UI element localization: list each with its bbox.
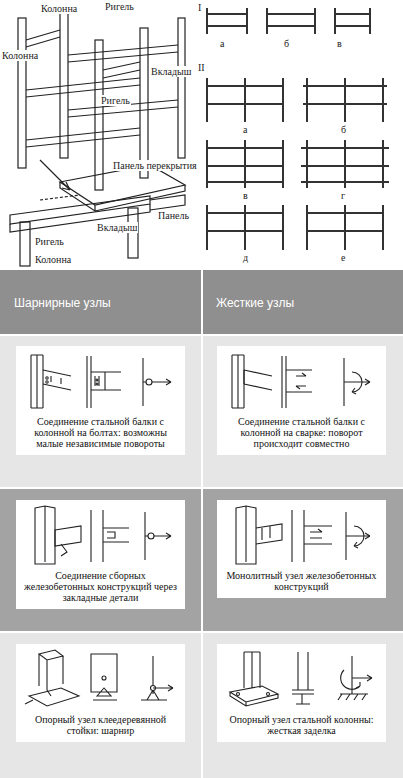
row-divider (0, 334, 403, 336)
part-label: Ригель (100, 95, 131, 106)
part-label: в (242, 190, 249, 201)
joint-card: Соединение стальной балки с колонной на … (217, 346, 386, 455)
joint-card: Соединение стальной балки с колонной на … (16, 346, 185, 455)
part-label: Панель (157, 210, 190, 221)
joint-illustration (222, 504, 381, 568)
part-label: г (340, 190, 346, 201)
joint-caption: Опорный узел стальной колонны: жесткая з… (222, 714, 381, 736)
row-divider (0, 631, 403, 633)
part-label: Ригель (34, 236, 65, 247)
part-label: I (197, 2, 202, 13)
joint-caption: Соединение стальной балки с колонной на … (222, 416, 381, 449)
part-label: Колонна (1, 50, 39, 61)
column-header: Шарнирные узлы (14, 296, 111, 310)
joint-illustration (222, 350, 381, 414)
part-label: в (336, 38, 343, 49)
part-label: а (219, 38, 225, 49)
part-label: б (283, 38, 290, 49)
row-divider (0, 487, 403, 489)
joint-card: Монолитный узел железобетонных конструкц… (217, 500, 386, 598)
part-label: Колонна (40, 3, 78, 14)
joint-illustration (21, 350, 180, 414)
part-label: Ригель (104, 1, 135, 12)
part-label: II (197, 62, 206, 73)
joint-caption: Опорный узел клеедеревянной стойки: шарн… (21, 714, 180, 736)
joint-illustration (21, 648, 180, 712)
frame-schemes (195, 0, 403, 262)
part-label: Вкладыш (150, 66, 192, 77)
part-label: д (242, 252, 249, 263)
joint-card: Опорный узел стальной колонны: жесткая з… (217, 644, 386, 742)
joint-illustration (222, 648, 381, 712)
joint-caption: Соединение сборных железобетонных констр… (21, 570, 180, 603)
joint-card: Соединение сборных железобетонных констр… (16, 500, 185, 609)
joint-card: Опорный узел клеедеревянной стойки: шарн… (16, 644, 185, 742)
part-label: Колонна (34, 254, 72, 265)
part-label: е (340, 252, 346, 263)
part-label: Панель перекрытия (112, 160, 198, 171)
column-header: Жесткие узлы (216, 296, 294, 310)
joint-illustration (21, 504, 180, 568)
part-label: б (340, 124, 347, 135)
joint-caption: Соединение стальной балки с колонной на … (21, 416, 180, 449)
part-label: Вкладыш (96, 222, 138, 233)
joint-caption: Монолитный узел железобетонных конструкц… (222, 570, 381, 592)
part-label: а (242, 124, 248, 135)
column-divider (201, 270, 203, 778)
